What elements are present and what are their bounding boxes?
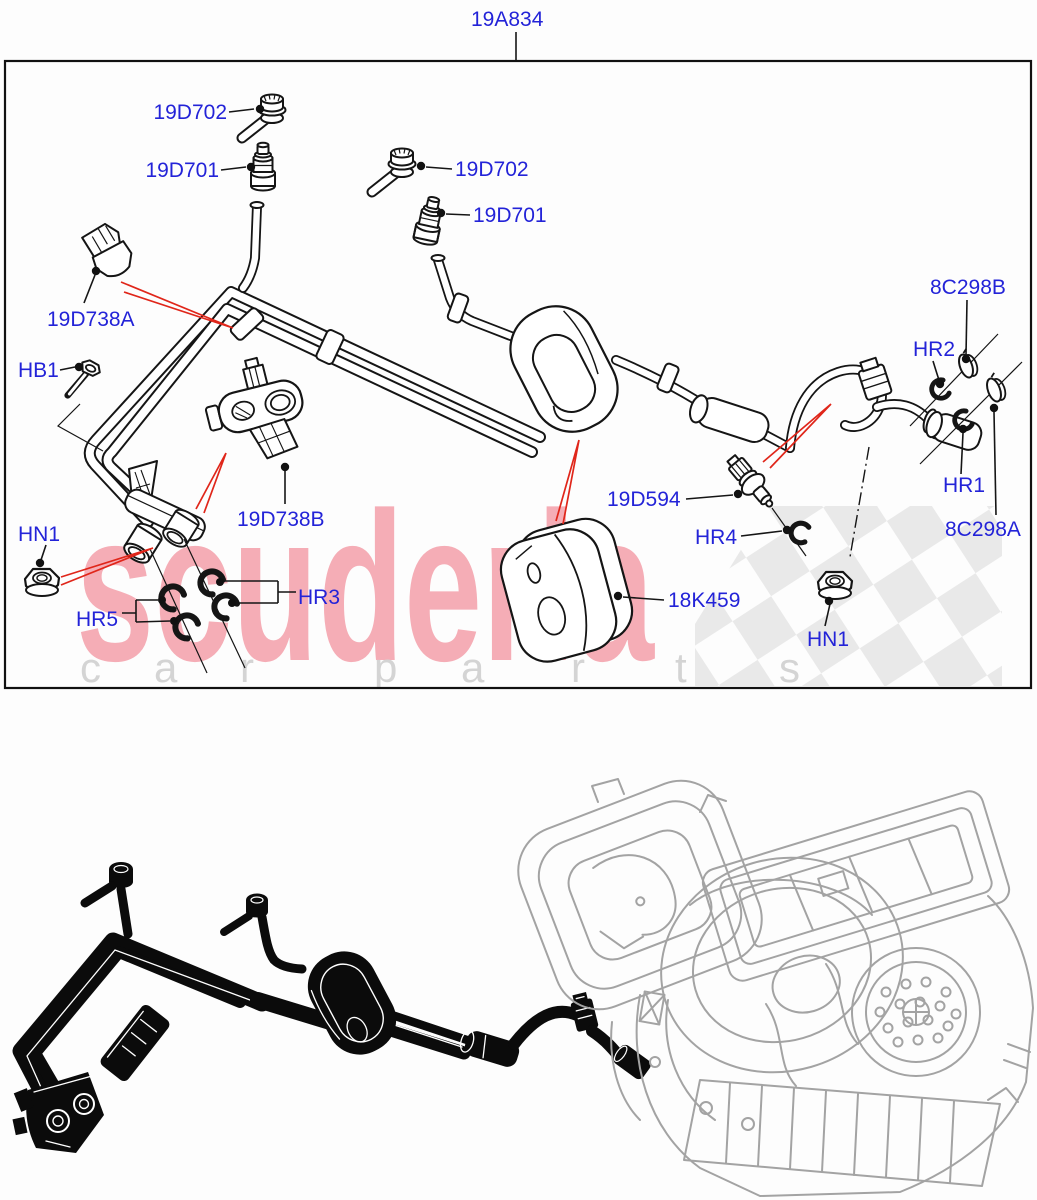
leader-lines [35, 104, 999, 627]
tagline-letter: c [80, 644, 101, 691]
tagline-watermark: c a r p a r t s [80, 644, 800, 691]
callout-8c298a[interactable]: 8C298A [945, 518, 1021, 541]
right-clips-seals [849, 333, 1023, 558]
callout-hr5[interactable]: HR5 [76, 608, 118, 631]
callout-19d594[interactable]: 19D594 [607, 488, 681, 511]
hvac-unit-art [517, 778, 1034, 1197]
tagline-letter: r [240, 644, 254, 691]
pipe-silhouette-art [12, 862, 651, 1153]
callout-19a834[interactable]: 19A834 [471, 8, 544, 31]
valve-cap-19d701-2-art [411, 193, 447, 248]
callout-19d738a[interactable]: 19D738A [47, 308, 135, 331]
flange-nut-hn1-right-art [816, 570, 854, 601]
callout-19d702-1[interactable]: 19D702 [153, 101, 227, 124]
red-locator-lines [60, 281, 832, 586]
sensor-19d594-art [726, 454, 774, 508]
tagline-letter: a [461, 644, 485, 691]
tagline-letter: p [374, 644, 397, 691]
flange-nut-hn1-left-art [23, 567, 61, 598]
bolt-hb1-art [57, 359, 104, 452]
charge-valve-19d702-2-art [372, 149, 416, 193]
callout-19d701-2[interactable]: 19D701 [473, 204, 547, 227]
callout-19d738b[interactable]: 19D738B [237, 508, 325, 531]
diagram-frame-border [3, 59, 1033, 690]
tagline-letter: s [779, 644, 800, 691]
callout-hn1-left[interactable]: HN1 [18, 523, 60, 546]
callout-hn1-right[interactable]: HN1 [807, 628, 849, 651]
pipe-clip-19d738a-art [81, 222, 133, 278]
callout-8c298b[interactable]: 8C298B [930, 276, 1006, 299]
callout-hr1[interactable]: HR1 [943, 474, 985, 497]
twin-fitting-cluster [123, 460, 246, 674]
pipe-sleeve [689, 394, 770, 444]
pipe-assembly-art [83, 201, 983, 528]
seal-8c298a-art [981, 370, 1009, 405]
callout-18k459[interactable]: 18K459 [668, 589, 740, 612]
charge-valve-19d702-1-art [242, 95, 286, 139]
pipe-connector-block [857, 356, 893, 401]
callout-labels: 19D702 19D701 19D702 19D701 19D738A HB1 … [18, 101, 1021, 651]
pipe-clamp-19d738b-art [204, 356, 304, 460]
tagline-letter: a [154, 644, 178, 691]
callout-hr3[interactable]: HR3 [298, 586, 340, 609]
tagline-letter: t [675, 644, 687, 691]
mount-18k459-art [499, 517, 634, 663]
muffler-ring-art [509, 305, 619, 433]
callout-hr4[interactable]: HR4 [695, 526, 737, 549]
callout-19d701-1[interactable]: 19D701 [145, 159, 219, 182]
callout-hr2[interactable]: HR2 [913, 338, 955, 361]
callout-hb1[interactable]: HB1 [18, 359, 59, 382]
callout-19d702-2[interactable]: 19D702 [455, 158, 529, 181]
